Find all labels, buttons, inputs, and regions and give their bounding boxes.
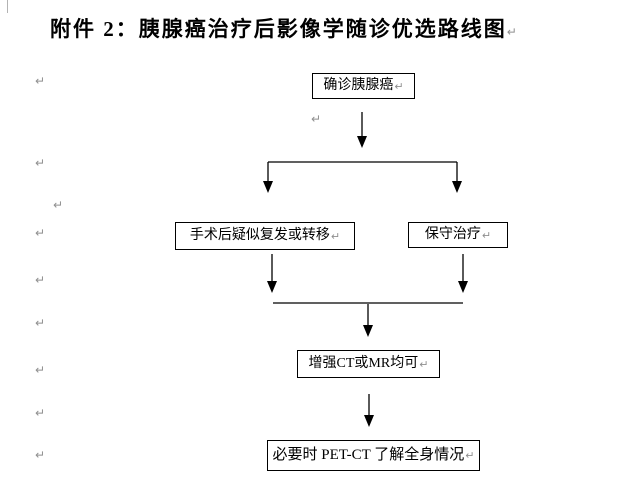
page-edge-line bbox=[7, 0, 8, 13]
paragraph-mark-icon: ↵ bbox=[35, 156, 46, 170]
page-title-text: 附件 2：胰腺癌治疗后影像学随诊优选路线图 bbox=[50, 17, 507, 41]
arrowhead-icon bbox=[364, 415, 374, 427]
paragraph-mark-icon: ↵ bbox=[481, 228, 492, 242]
flowchart-box-label: 保守治疗 bbox=[424, 227, 481, 242]
paragraph-mark-icon: ↵ bbox=[53, 198, 64, 212]
paragraph-mark-icon: ↵ bbox=[35, 74, 46, 88]
flowchart-box-enhanced-ct-mr[interactable]: 增强CT或MR均可↵ bbox=[297, 350, 440, 378]
flowchart-box-pet-ct[interactable]: 必要时 PET-CT 了解全身情况↵ bbox=[267, 440, 480, 471]
paragraph-mark-icon: ↵ bbox=[419, 357, 429, 371]
arrowhead-icon bbox=[452, 181, 462, 193]
paragraph-mark-icon: ↵ bbox=[35, 406, 46, 420]
paragraph-mark-icon: ↵ bbox=[35, 226, 46, 240]
flowchart-box-post-surgery-recurrence[interactable]: 手术后疑似复发或转移↵ bbox=[175, 222, 355, 250]
arrowhead-icon bbox=[458, 281, 468, 293]
paragraph-mark-icon: ↵ bbox=[330, 229, 341, 243]
paragraph-mark-icon: ↵ bbox=[35, 448, 46, 462]
arrowhead-icon bbox=[263, 181, 273, 193]
flowchart-box-label: 手术后疑似复发或转移 bbox=[189, 228, 330, 243]
paragraph-mark-icon: ↵ bbox=[35, 273, 46, 287]
paragraph-mark-icon: ↵ bbox=[465, 449, 475, 462]
flowchart-box-label: 必要时 PET-CT 了解全身情况 bbox=[272, 447, 465, 463]
flowchart-box-conservative-treatment[interactable]: 保守治疗↵ bbox=[408, 222, 508, 248]
paragraph-mark-icon: ↵ bbox=[35, 316, 46, 330]
paragraph-mark-icon: ↵ bbox=[506, 25, 517, 39]
flowchart-box-label: 增强CT或MR均可 bbox=[308, 356, 419, 371]
flowchart-box-label: 确诊胰腺癌 bbox=[323, 78, 394, 93]
arrowhead-icon bbox=[357, 136, 367, 148]
arrowhead-icon bbox=[363, 325, 373, 337]
arrowhead-icon bbox=[267, 281, 277, 293]
paragraph-mark-icon: ↵ bbox=[394, 79, 404, 93]
paragraph-mark-icon: ↵ bbox=[311, 112, 322, 126]
flowchart-box-diagnosis[interactable]: 确诊胰腺癌↵ bbox=[312, 73, 415, 99]
paragraph-mark-icon: ↵ bbox=[35, 363, 46, 377]
page-title: 附件 2：胰腺癌治疗后影像学随诊优选路线图↵ bbox=[50, 14, 517, 47]
